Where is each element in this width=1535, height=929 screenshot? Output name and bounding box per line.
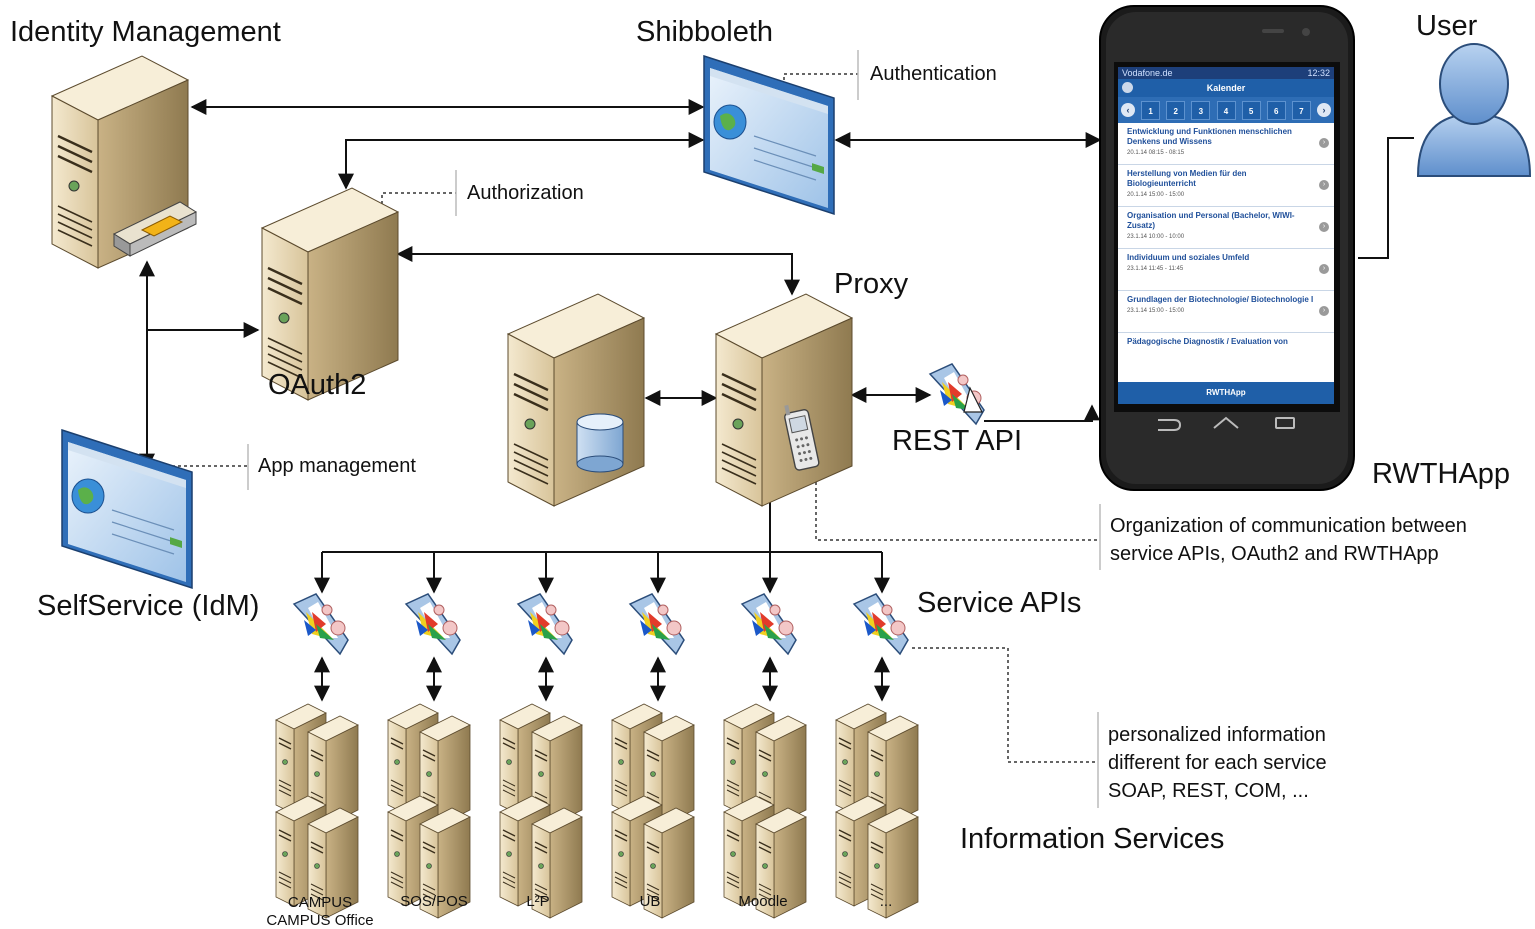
service-name-ub: UB (639, 893, 661, 910)
service-name-campus: CAMPUS (287, 894, 353, 911)
shibboleth-label: Shibboleth (636, 16, 774, 48)
day-button[interactable]: 6 (1266, 100, 1286, 120)
oauth2-proxy-connector (396, 246, 800, 296)
service-name-l2p: L²P (526, 893, 550, 910)
day-button[interactable]: 7 (1291, 100, 1311, 120)
app-menu-icon[interactable] (1122, 82, 1133, 93)
calendar-entry[interactable]: Entwicklung und Funktionen menschlichen … (1118, 123, 1334, 165)
rwthapp-label: RWTHApp (1372, 458, 1511, 490)
calendar-entry[interactable]: Organisation und Personal (Bachelor, WIW… (1118, 207, 1334, 249)
calendar-entry[interactable]: Individuum und soziales Umfeld 23.1.14 1… (1118, 249, 1334, 291)
calendar-entry[interactable]: Grundlagen der Biotechnologie/ Biotechno… (1118, 291, 1334, 333)
authentication-label: Authentication (870, 63, 997, 85)
selfservice-window (61, 429, 193, 589)
service-name-sospos: SOS/POS (400, 893, 468, 910)
personalized-info-note: personalized information different for e… (1108, 721, 1327, 805)
carrier-label: Vodafone.de (1122, 68, 1173, 78)
organization-note: Organization of communication between se… (1110, 512, 1467, 568)
database-server (506, 292, 646, 508)
chevron-right-icon[interactable]: › (1319, 138, 1329, 148)
day-button[interactable]: 2 (1166, 100, 1186, 120)
app-title: Kalender (1206, 83, 1246, 93)
day-button[interactable]: 1 (1141, 100, 1161, 120)
personalized-note-line: different for each service (1108, 752, 1327, 774)
service-name-campus-office: CAMPUS Office (266, 912, 374, 929)
user-icon (1416, 43, 1532, 177)
phone-user-connector (1358, 137, 1414, 259)
entry-title: Entwicklung und Funktionen menschlichen … (1127, 127, 1292, 146)
entry-date: 23.1.14 15:00 - 15:00 (1127, 308, 1185, 314)
day-selector: ‹ 1 2 3 4 5 6 7 › (1118, 97, 1334, 123)
identity-management-server (50, 54, 198, 270)
user-label: User (1416, 10, 1478, 42)
identity-management-label: Identity Management (10, 16, 281, 48)
entry-date: 23.1.14 11:45 - 11:45 (1127, 266, 1184, 272)
proxy-server (714, 292, 854, 508)
day-button[interactable]: 5 (1241, 100, 1261, 120)
authorization-label: Authorization (467, 182, 584, 204)
entry-title: Organisation und Personal (Bachelor, WIW… (1127, 211, 1295, 230)
personalized-note-line: personalized information (1108, 724, 1326, 746)
app-title-bar: Kalender (1118, 79, 1334, 97)
connectors (139, 99, 1414, 702)
calendar-entry[interactable]: Herstellung von Medien für den Biologieu… (1118, 165, 1334, 207)
information-services-label: Information Services (960, 823, 1225, 855)
shibboleth-window (703, 55, 835, 215)
rest-api-label: REST API (892, 425, 1023, 457)
entry-title: Individuum und soziales Umfeld (1127, 253, 1250, 262)
entry-date: 20.1.14 15:00 - 15:00 (1127, 192, 1185, 198)
chevron-right-icon[interactable]: › (1319, 306, 1329, 316)
chevron-right-icon[interactable]: › (1319, 264, 1329, 274)
app-management-label: App management (258, 455, 416, 477)
phone-status-bar: Vodafone.de 12:32 (1118, 67, 1334, 79)
chevron-right-icon[interactable]: › (1319, 180, 1329, 190)
restapi-phone-connector (984, 404, 1100, 422)
organization-note-line: service APIs, OAuth2 and RWTHApp (1110, 543, 1439, 565)
day-button[interactable]: 3 (1191, 100, 1211, 120)
day-button[interactable]: 4 (1216, 100, 1236, 120)
information-service-clusters (275, 703, 919, 919)
android-nav-buttons (1158, 416, 1295, 431)
next-day-icon[interactable]: › (1317, 103, 1331, 117)
personalized-note-line: SOAP, REST, COM, ... (1108, 780, 1309, 802)
oauth2-shibboleth-connector (338, 132, 705, 190)
entry-title: Grundlagen der Biotechnologie/ Biotechno… (1127, 295, 1314, 304)
entry-date: 20.1.14 08:15 - 08:15 (1127, 150, 1185, 156)
organization-note-line: Organization of communication between (1110, 515, 1467, 537)
rwthapp-screen: Vodafone.de 12:32 Kalender ‹ 1 2 3 4 5 6… (1118, 67, 1334, 404)
service-apis-label: Service APIs (917, 587, 1082, 619)
rest-api-icon (929, 363, 985, 425)
service-name-moodle: Moodle (738, 893, 788, 910)
chevron-right-icon[interactable]: › (1319, 222, 1329, 232)
mobile-device-icon (784, 404, 820, 471)
oauth2-label: OAuth2 (268, 369, 367, 401)
selfservice-label: SelfService (IdM) (37, 590, 260, 622)
service-name-more: ... (879, 893, 893, 910)
prev-day-icon[interactable]: ‹ (1121, 103, 1135, 117)
entry-title: Herstellung von Medien für den Biologieu… (1127, 169, 1247, 188)
clock-label: 12:32 (1307, 68, 1330, 78)
proxy-label: Proxy (834, 268, 909, 300)
entry-date: 23.1.14 10:00 - 10:00 (1127, 234, 1185, 240)
entry-title: Pädagogische Diagnostik / Evaluation von (1127, 337, 1288, 346)
service-api-icons (293, 593, 909, 655)
calendar-entry[interactable]: Pädagogische Diagnostik / Evaluation von (1118, 333, 1334, 375)
app-footer[interactable]: RWTHApp (1118, 382, 1334, 404)
